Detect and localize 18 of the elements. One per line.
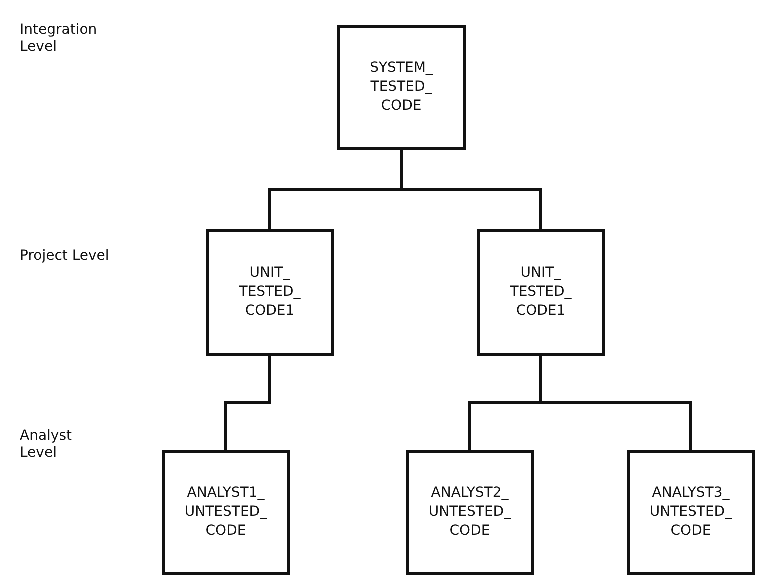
box-text: SYSTEM_ TESTED_ CODE — [370, 59, 433, 116]
level-label: Project Level — [20, 248, 110, 265]
process-box — [206, 229, 334, 356]
box-text: UNIT_ TESTED_ CODE1 — [510, 264, 572, 321]
box-text: ANALYST3_ UNTESTED_ CODE — [650, 484, 732, 541]
process-box — [627, 450, 755, 575]
process-box — [337, 25, 466, 150]
box-text: ANALYST1_ UNTESTED_ CODE — [184, 484, 268, 541]
box-text: ANALYST2_ UNTESTED_ CODE — [428, 484, 512, 541]
connector-line — [400, 150, 542, 229]
level-label: Integration Level — [20, 22, 98, 56]
connector-line — [224, 356, 272, 450]
process-box — [477, 229, 605, 356]
connector-line — [540, 356, 692, 450]
level-label: Analyst Level — [20, 428, 73, 462]
box-text: UNIT_ TESTED_ CODE1 — [239, 264, 301, 321]
process-box — [162, 450, 290, 575]
process-box — [406, 450, 534, 575]
